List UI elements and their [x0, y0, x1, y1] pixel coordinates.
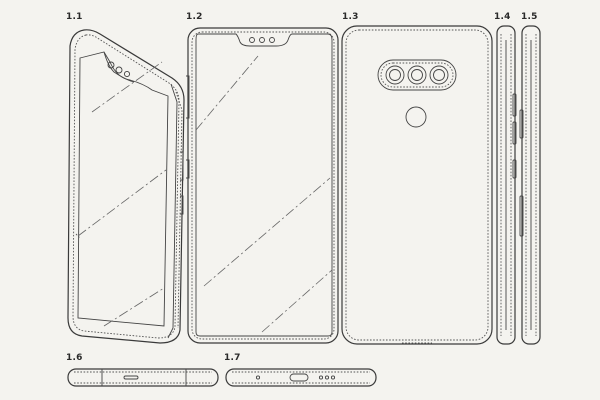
fig-label-1-7: 1.7 [224, 353, 241, 363]
fig-label-1-4: 1.4 [494, 12, 511, 22]
figure-1-4-left-side-view [496, 25, 517, 345]
fig-label-1-1: 1.1 [66, 12, 83, 22]
fig-label-1-5: 1.5 [521, 12, 538, 22]
fig-label-1-3: 1.3 [342, 12, 359, 22]
figure-1-3-back-view [341, 25, 493, 345]
figure-1-7-bottom-view [225, 368, 377, 387]
fig-label-1-6: 1.6 [66, 353, 83, 363]
figure-1-6-top-view [67, 368, 219, 387]
figure-1-5-right-side-view [519, 25, 541, 345]
fig-label-1-2: 1.2 [186, 12, 203, 22]
figure-1-1-perspective-view [67, 29, 185, 344]
figure-1-2-front-view [186, 27, 339, 344]
